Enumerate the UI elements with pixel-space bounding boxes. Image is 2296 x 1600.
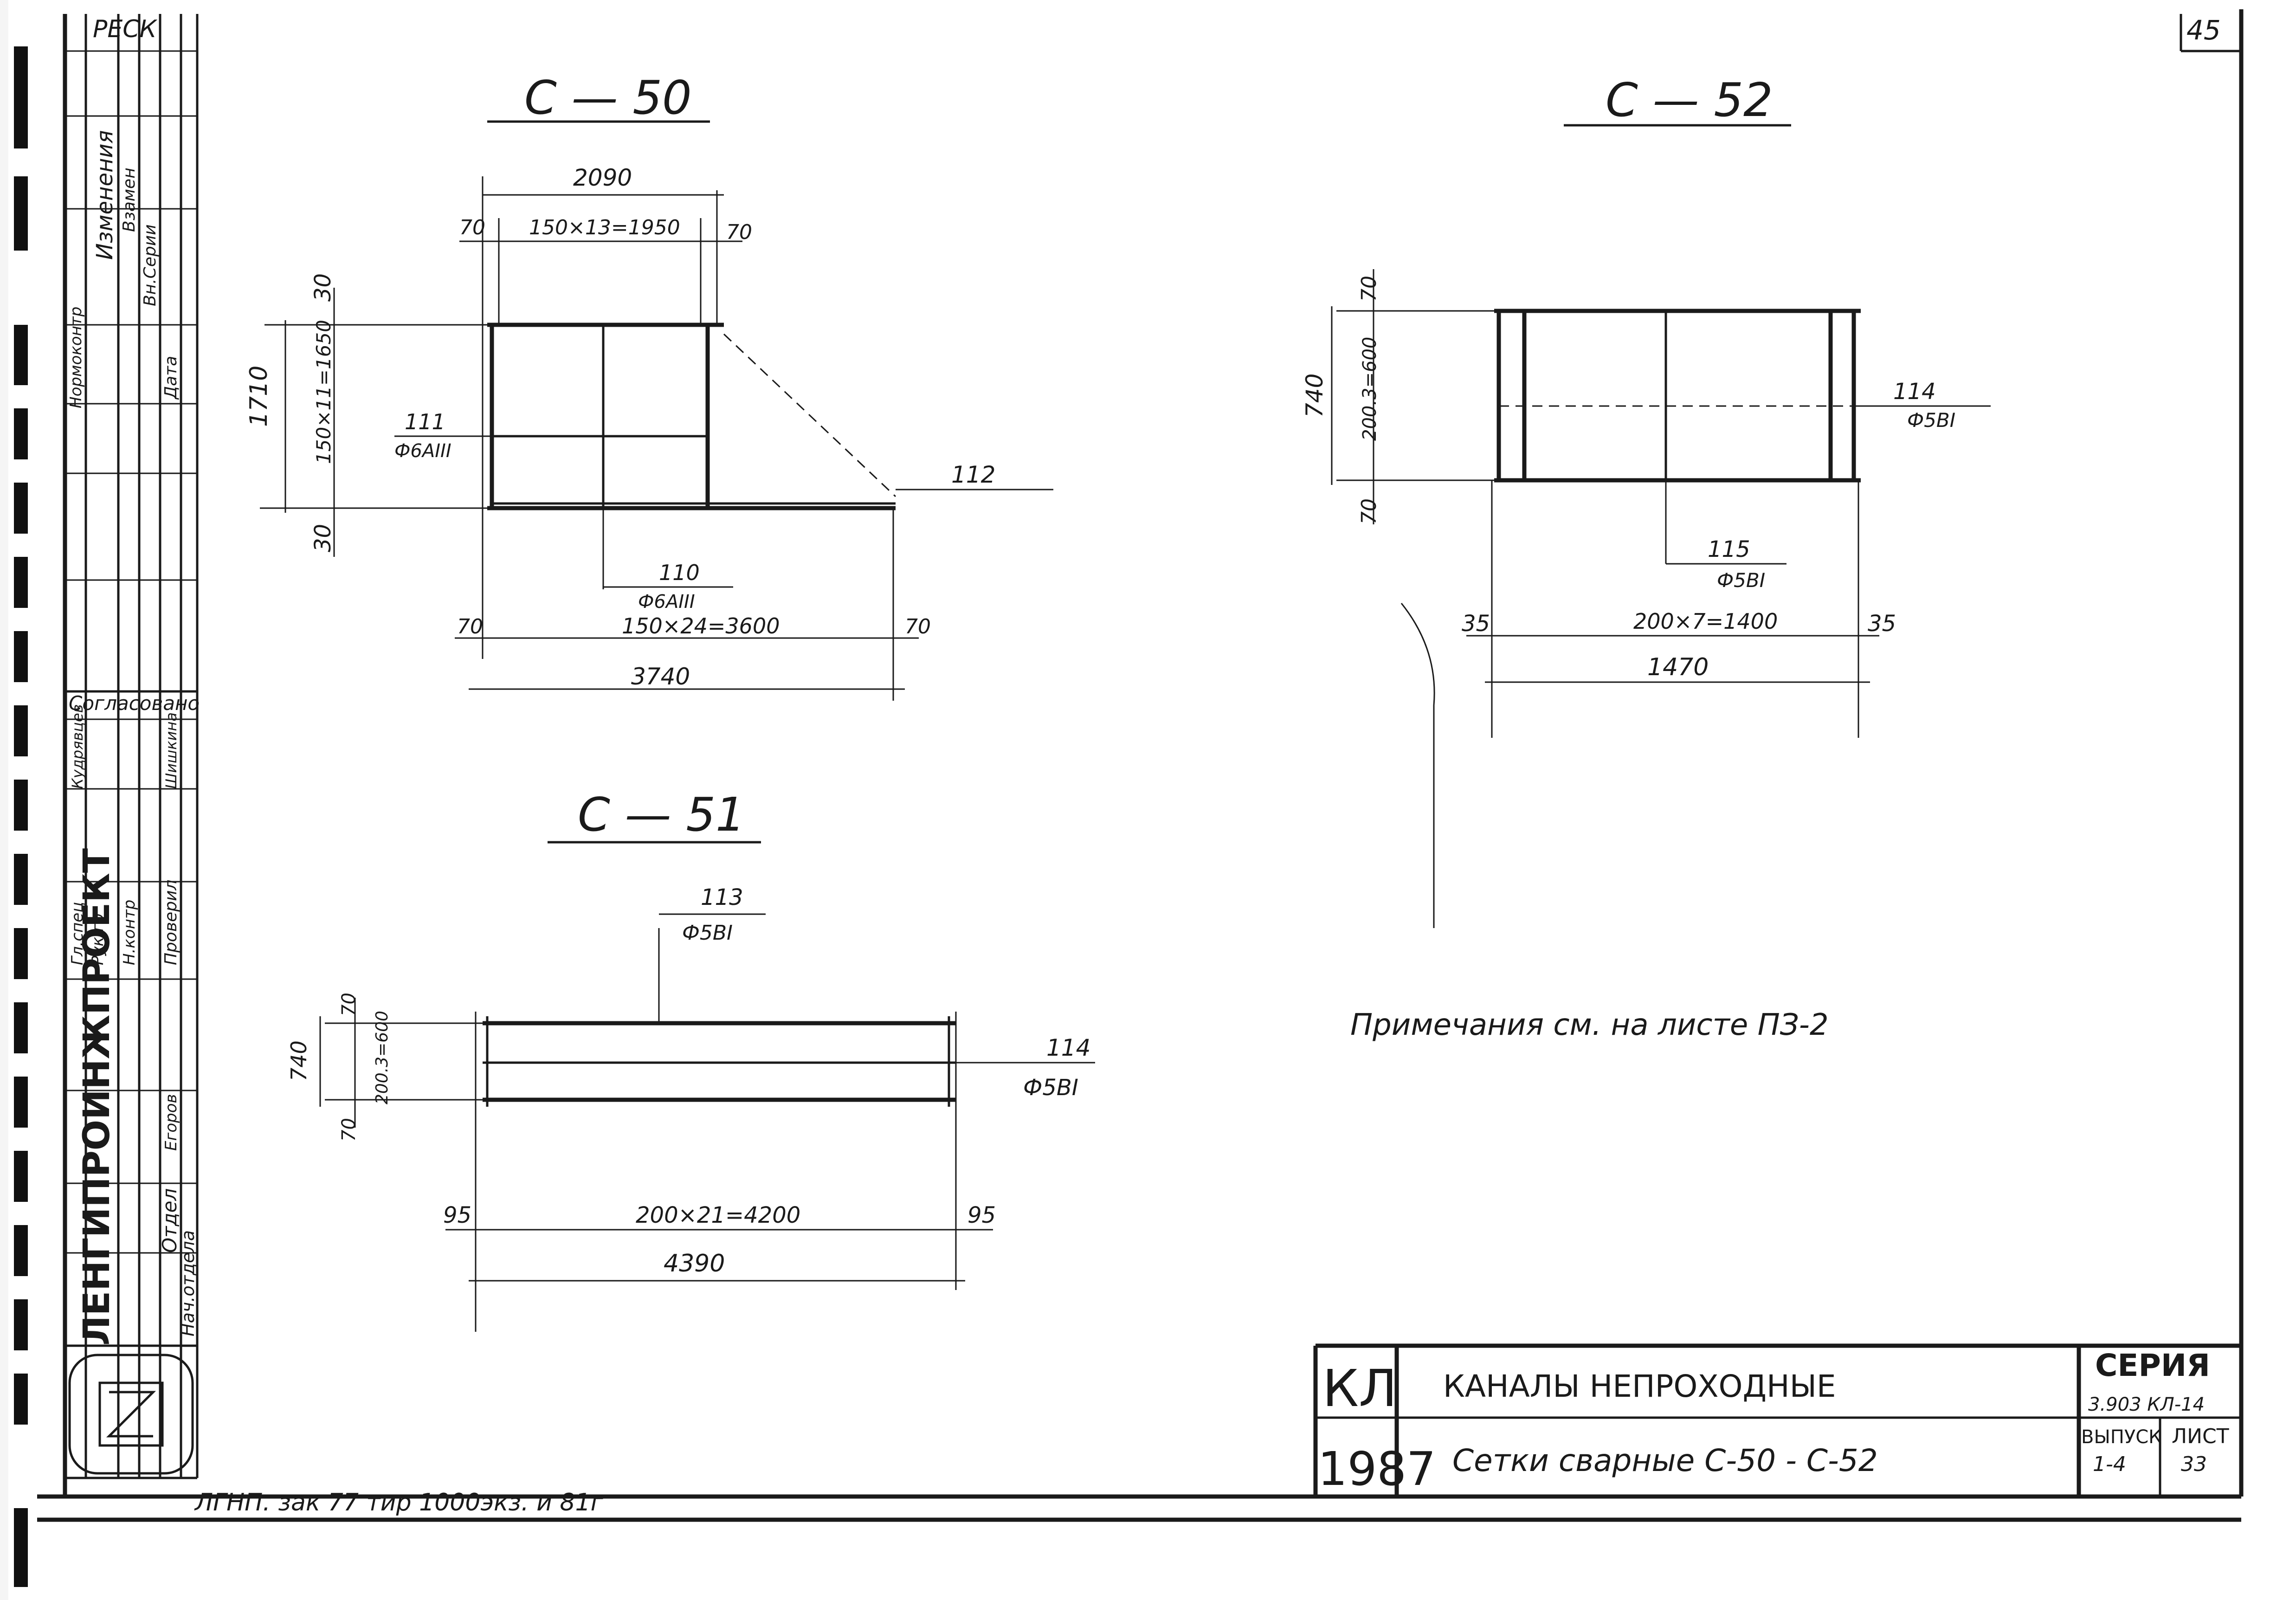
- c50-top-right: 70: [726, 220, 752, 244]
- tb-sheet-label: ЛИСТ: [2172, 1425, 2229, 1448]
- c51-pos-long-bar: Ф5ВI: [1023, 1075, 1078, 1101]
- c52-bot-right: 35: [1868, 611, 1896, 637]
- c52-bot-overall: 1470: [1647, 653, 1709, 681]
- c52-pos-long-bar: Ф5ВI: [1907, 409, 1955, 432]
- c50-bot-overall: 3740: [631, 663, 690, 690]
- c51-pos-cross-bar: Ф5ВI: [682, 921, 733, 945]
- tb-title-1: КАНАЛЫ НЕПРОХОДНЫЕ: [1443, 1368, 1836, 1404]
- revisions-col-3: Дата: [161, 356, 181, 400]
- sheet-frame: [37, 9, 2244, 1522]
- c50-bot-mid: 150×24=3600: [622, 613, 780, 639]
- note-text: Примечания см. на листе ПЗ-2: [1350, 1008, 1829, 1042]
- c52-side-mid: 200.3=600: [1359, 337, 1380, 441]
- c52-bot-left: 35: [1462, 611, 1490, 637]
- title-block: КЛ 1987 КАНАЛЫ НЕПРОХОДНЫЕ Сетки сварные…: [1313, 1343, 2241, 1497]
- role-3: Н.контр: [120, 900, 139, 965]
- role-2: Рук.гр: [89, 914, 107, 965]
- left-stamp-column: РЕСК Изменения Взамен Вн.Серии Дата Норм…: [65, 14, 200, 1479]
- c50-title: С — 50: [524, 71, 692, 125]
- print-note: ЛГНП. зак 77 тир 1000экз. и 81г: [194, 1489, 604, 1516]
- sheet-number: 45: [2186, 14, 2221, 46]
- c51-side-mid: 200.3=600: [373, 1011, 392, 1104]
- c52-pos-long: 114: [1893, 379, 1936, 405]
- c50-top-left: 70: [459, 216, 485, 239]
- revisions-col-1: Взамен: [120, 168, 139, 232]
- tb-series-value: 3.903 КЛ-14: [2088, 1394, 2205, 1415]
- c50-bot-right: 70: [905, 615, 931, 639]
- binding-marks: [0, 0, 28, 1600]
- name-2: Егоров: [162, 1094, 181, 1151]
- c52-pos-cross-bar: Ф5ВI: [1717, 569, 1765, 592]
- c51-pos-long: 114: [1046, 1034, 1090, 1061]
- role-1: Гл.спец: [68, 902, 87, 965]
- tb-series-label: СЕРИЯ: [2095, 1348, 2210, 1383]
- name-3: Шишкина: [162, 712, 180, 789]
- org-logo: [68, 1354, 194, 1475]
- stamp-corner: РЕСК: [93, 15, 158, 43]
- c50-side-mid: 150×11=1650: [312, 320, 335, 464]
- c50-pos-long: 111: [405, 409, 445, 434]
- tb-title-2: Сетки сварные С-50 - С-52: [1452, 1443, 1878, 1478]
- tb-sheet-value: 33: [2181, 1452, 2207, 1476]
- c52-title: С — 52: [1606, 73, 1773, 127]
- sheet-number-box: 45: [2180, 14, 2241, 52]
- c51-title: С — 51: [578, 787, 745, 842]
- c52-side-overall: 740: [1301, 374, 1328, 418]
- c51-bot-mid: 200×21=4200: [636, 1202, 800, 1228]
- drawing-c52: С — 52 114 Ф5ВI 115 Ф5ВI 740 70 200.3=60…: [1301, 73, 1991, 738]
- tb-year: 1987: [1318, 1442, 1436, 1496]
- tb-issue-value: 1-4: [2093, 1452, 2126, 1476]
- revisions-title: Изменения: [92, 130, 118, 260]
- c51-side-top: 70: [338, 993, 360, 1016]
- drawing-c51: С — 51 113 Ф5ВI 114 Ф5ВI 740 70 200.3=60…: [286, 787, 1095, 1332]
- curve-mark: [1400, 603, 1435, 928]
- c51-side-overall: 740: [286, 1040, 311, 1081]
- c51-bot-right: 95: [967, 1202, 996, 1228]
- c50-side-overall: 1710: [245, 366, 273, 427]
- c50-bot-left: 70: [457, 615, 483, 639]
- c50-top-mid: 150×13=1950: [529, 216, 680, 239]
- c51-bot-left: 95: [443, 1202, 471, 1228]
- c50-side-top: 30: [310, 273, 336, 302]
- c52-side-bottom: 70: [1357, 498, 1381, 524]
- c50-top-overall: 2090: [573, 164, 632, 191]
- org-name: ЛЕНГИПРОИНЖПРОЕКТ: [76, 848, 118, 1346]
- c51-bot-overall: 4390: [664, 1250, 725, 1277]
- name-1: Кудрявцев: [69, 704, 86, 789]
- revisions-col-2: Вн.Серии: [141, 224, 160, 306]
- role-4: Проверил: [161, 879, 181, 965]
- c50-pos-cross: 110: [659, 560, 700, 585]
- agreed-label: Согласовано: [69, 692, 200, 715]
- c52-pos-cross: 115: [1708, 536, 1750, 562]
- role-5: Нач.отдела: [178, 1230, 198, 1336]
- revisions-extra: Нормоконтр: [67, 307, 85, 408]
- drawing-c50: С — 50 2090 70 150×13=1950 70 1710 30 15…: [245, 71, 1053, 701]
- tb-code: КЛ: [1322, 1359, 1397, 1418]
- c50-pos-long-bar: Ф6АIII: [394, 440, 451, 462]
- c51-pos-cross: 113: [701, 884, 743, 910]
- c50-side-bottom: 30: [310, 524, 336, 552]
- c52-bot-mid: 200×7=1400: [1633, 609, 1778, 634]
- tb-issue-label: ВЫПУСК: [2081, 1426, 2162, 1448]
- c52-side-top: 70: [1357, 276, 1381, 302]
- dept-label: Отдел: [158, 1188, 181, 1253]
- c50-pos-cross-bar: Ф6АIII: [638, 591, 695, 613]
- c51-side-bottom: 70: [338, 1118, 360, 1142]
- c50-pos-ext: 112: [951, 461, 995, 488]
